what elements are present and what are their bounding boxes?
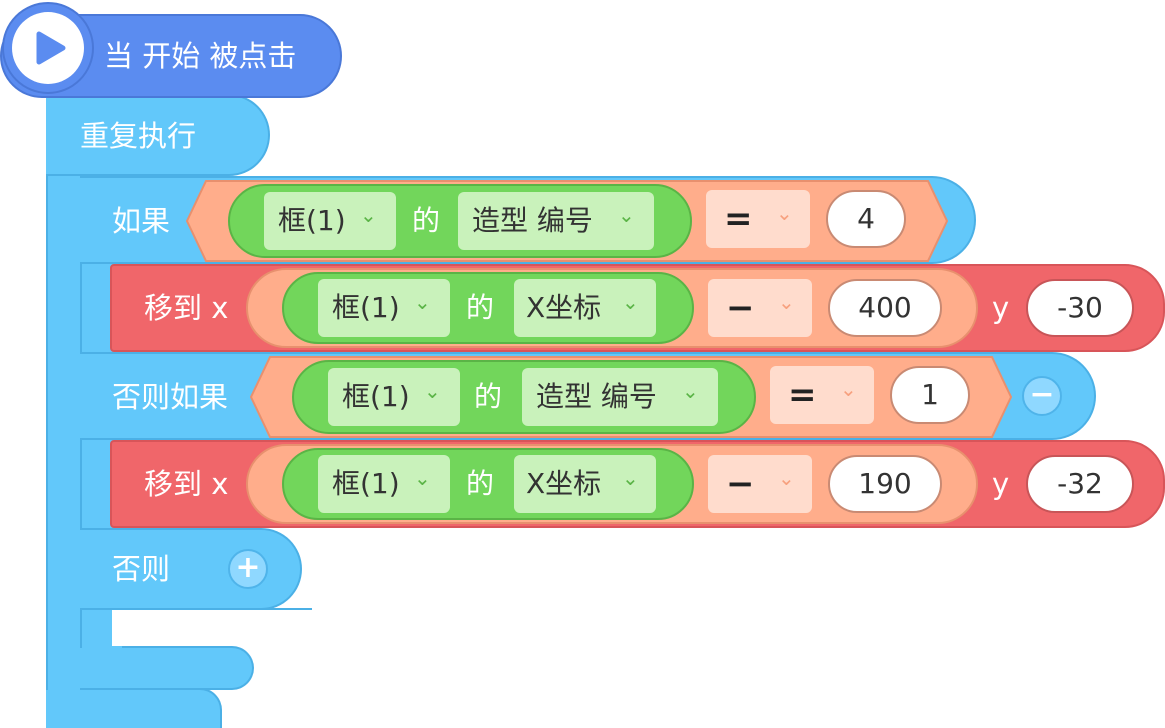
- hat-label: 当 开始 被点击: [104, 39, 297, 73]
- elseif-sprite-dropdown[interactable]: 框(1) ⌄: [328, 368, 460, 426]
- move2-label: 移到 x: [144, 467, 229, 501]
- forever-label: 重复执行: [80, 119, 197, 153]
- move2-property-dropdown[interactable]: X坐标 ⌄: [514, 455, 656, 513]
- else-label: 否则: [112, 552, 171, 586]
- chevron-down-icon: ⌄: [622, 290, 639, 314]
- move1-of-label: 的: [466, 291, 495, 324]
- elseif-property-dropdown[interactable]: 造型 编号 ⌄: [522, 368, 718, 426]
- elseif-value-input[interactable]: 1: [890, 366, 970, 424]
- move2-y-input[interactable]: -32: [1026, 455, 1134, 513]
- chevron-down-icon: ⌄: [414, 466, 431, 490]
- remove-branch-button[interactable]: −: [1022, 376, 1062, 416]
- chevron-down-icon: ⌄: [778, 290, 795, 314]
- else-empty-slot: [112, 608, 312, 646]
- if-label: 如果: [112, 204, 171, 238]
- move2-y-label: y: [992, 467, 1010, 501]
- move1-y-label: y: [992, 291, 1010, 325]
- move2-sprite-dropdown[interactable]: 框(1) ⌄: [318, 455, 450, 513]
- move2-operator-dropdown[interactable]: − ⌄: [708, 455, 812, 513]
- elseif-of-label: 的: [474, 380, 503, 413]
- if-sprite-dropdown[interactable]: 框(1) ⌄: [264, 192, 396, 250]
- chevron-down-icon: ⌄: [778, 466, 795, 490]
- move1-y-input[interactable]: -30: [1026, 279, 1134, 337]
- move1-label: 移到 x: [144, 291, 229, 325]
- elseif-operator-dropdown[interactable]: = ⌄: [770, 366, 874, 424]
- chevron-down-icon: ⌄: [618, 203, 635, 227]
- chevron-down-icon: ⌄: [424, 379, 441, 403]
- chevron-down-icon: ⌄: [840, 377, 857, 401]
- chevron-down-icon: ⌄: [414, 290, 431, 314]
- move2-value-input[interactable]: 190: [828, 455, 942, 513]
- move1-sprite-dropdown[interactable]: 框(1) ⌄: [318, 279, 450, 337]
- if-value-input[interactable]: 4: [826, 190, 906, 248]
- move1-operator-dropdown[interactable]: − ⌄: [708, 279, 812, 337]
- chevron-down-icon: ⌄: [682, 379, 699, 403]
- move2-of-label: 的: [466, 467, 495, 500]
- play-icon[interactable]: [12, 12, 84, 84]
- move1-value-input[interactable]: 400: [828, 279, 942, 337]
- chevron-down-icon: ⌄: [622, 466, 639, 490]
- chevron-down-icon: ⌄: [360, 203, 377, 227]
- chevron-down-icon: ⌄: [776, 201, 793, 225]
- move1-property-dropdown[interactable]: X坐标 ⌄: [514, 279, 656, 337]
- add-branch-button[interactable]: +: [228, 549, 268, 589]
- if-operator-dropdown[interactable]: = ⌄: [706, 190, 810, 248]
- if-of-label: 的: [412, 204, 441, 237]
- if-property-dropdown[interactable]: 造型 编号 ⌄: [458, 192, 654, 250]
- elseif-label: 否则如果: [112, 380, 229, 414]
